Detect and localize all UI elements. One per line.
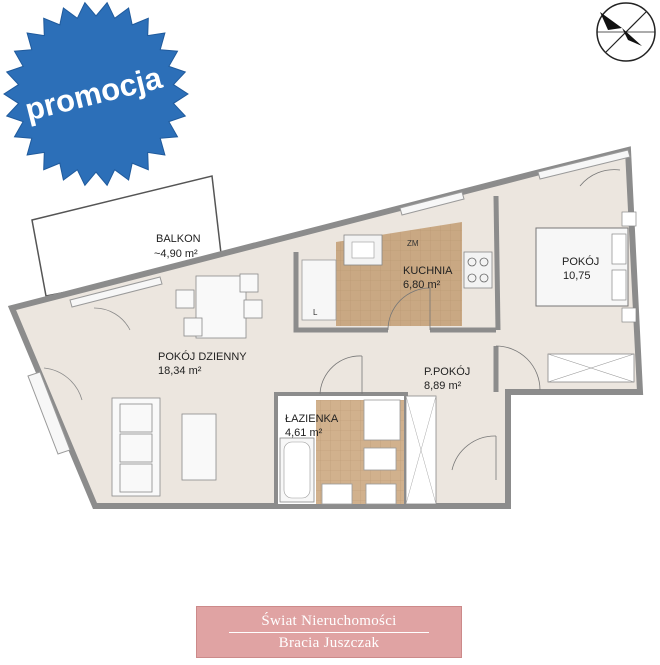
toilet-icon [363,447,397,471]
coffee-table-icon [181,413,217,481]
room-area-lazienka: 4,61 m² [285,427,323,439]
shower-icon [363,399,401,441]
promo-badge: promocja [3,1,189,187]
brand-subname: Bracia Juszczak [278,634,380,651]
brand-divider [229,631,429,633]
chair-icon [175,289,195,309]
room-name-kuchnia: KUCHNIA [403,265,453,277]
l-label: L [313,308,318,317]
room-name-pokoj-dzienny: POKÓJ DZIENNY [158,350,247,363]
room-area-pokoj-dzienny: 18,34 m² [158,365,202,377]
room-area-p-pokoj: 8,89 m² [424,380,462,392]
compass-icon [596,2,656,62]
brand-logo: Świat Nieruchomości Bracia Juszczak [196,606,462,658]
fridge-icon [301,259,337,321]
door-swing-icon [495,345,541,391]
kitchen [293,214,496,333]
room-labels: BALKON ~4,90 m² KUCHNIA 6,80 m² POKÓJ 10… [154,233,599,439]
window-strips [27,149,631,455]
room-area-balkon: ~4,90 m² [154,248,198,260]
door-swing-icon [387,287,431,331]
living-furniture [43,273,263,497]
bathroom [274,355,437,508]
stove-icon [463,251,493,289]
bedroom-walls [493,169,637,392]
dining-table-icon [195,275,247,339]
room-area-pokoj: 10,75 [563,270,591,282]
sink-icon [343,234,383,266]
entrance-door [451,435,497,480]
room-name-p-pokoj: P.POKÓJ [424,365,470,378]
room-name-balkon: BALKON [156,233,201,245]
washbasin-icon [321,483,353,505]
zm-label: ZM [407,239,419,248]
room-name-pokoj: POKÓJ [562,255,599,268]
room-name-lazienka: ŁAZIENKA [285,413,339,425]
brand-name: Świat Nieruchomości [261,612,397,629]
room-area-kuchnia: 6,80 m² [403,279,441,291]
